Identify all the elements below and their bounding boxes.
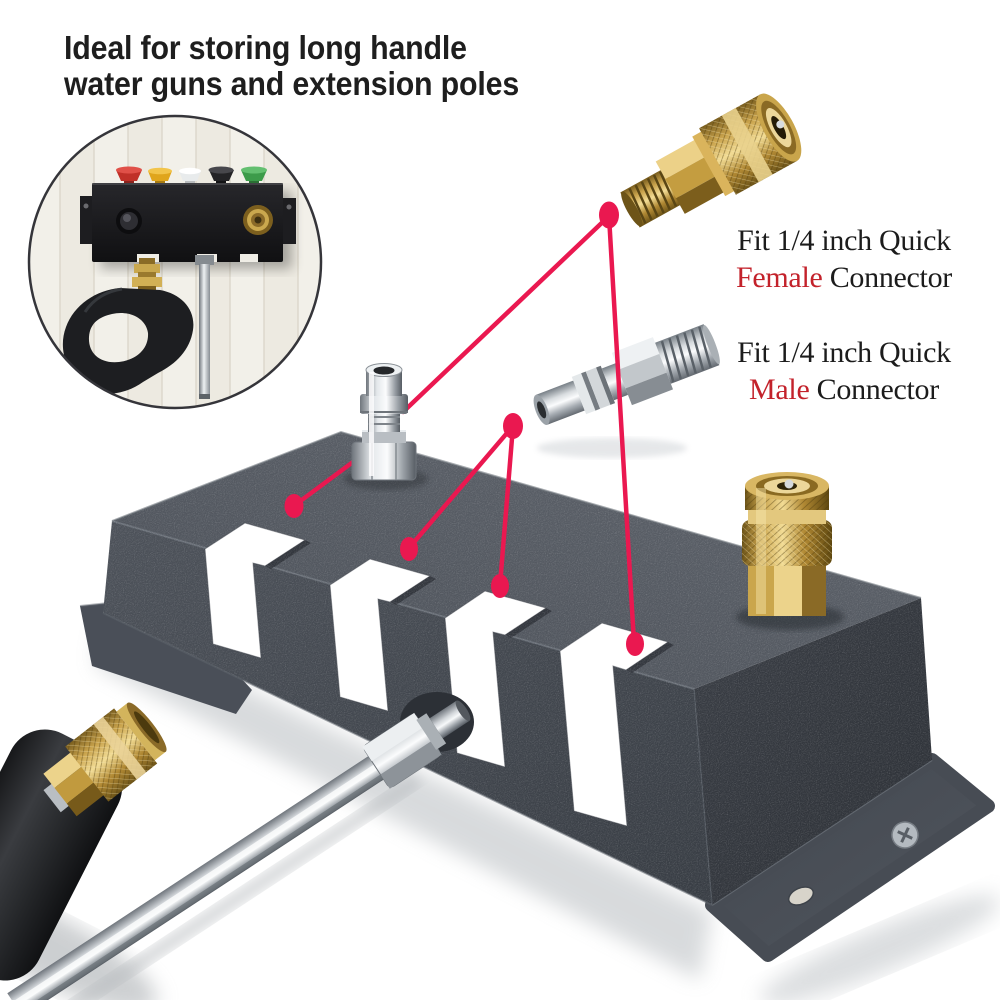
- caption-female-line-1: Fit 1/4 inch Quick: [737, 224, 951, 257]
- annotation-dot: [491, 574, 509, 598]
- nozzle-tips: [116, 166, 267, 187]
- hang-slot: [240, 254, 258, 262]
- annotation-dot: [503, 413, 523, 439]
- annotation-line: [400, 213, 612, 415]
- annotation-dot: [599, 201, 619, 229]
- inset-knob: [116, 208, 142, 234]
- inset-hanging-gun: [62, 258, 194, 394]
- bracket-brass-coupler: [736, 472, 844, 630]
- spray-gun-grip: [0, 702, 167, 981]
- flange-screw: [891, 821, 919, 849]
- extension-wand: [7, 700, 471, 1000]
- caption-male-line-2: Male Connector: [719, 371, 969, 408]
- caption-female-rest: Connector: [822, 261, 953, 294]
- annotation-dot: [284, 494, 304, 518]
- bracket-steel-plug: [344, 363, 428, 490]
- caption-male-highlight: Male: [749, 373, 810, 406]
- wand-hex-nut: [362, 712, 442, 789]
- annotation-line: [406, 423, 516, 551]
- steel-male-connector: [533, 324, 720, 425]
- grip-brass-coupler: [43, 702, 167, 817]
- annotation-dot: [400, 537, 418, 561]
- inset-photo: [27, 114, 323, 410]
- mount-hole: [83, 203, 89, 209]
- annotation-line: [606, 213, 637, 646]
- caption-female-highlight: Female: [736, 261, 823, 294]
- caption-male-connector: Fit 1/4 inch Quick Male Connector: [719, 334, 969, 408]
- inset-circle-border: [27, 114, 323, 410]
- annotation-dot: [626, 632, 644, 656]
- annotation-line: [292, 456, 360, 508]
- annotation-line: [497, 423, 516, 588]
- annotation-dots: [284, 201, 644, 656]
- inset-brass-port: [243, 205, 273, 235]
- coupler-pin: [784, 479, 794, 489]
- inset-hanging-rod: [195, 255, 214, 399]
- headline: Ideal for storing long handle water guns…: [64, 30, 519, 102]
- annotation-callouts: [292, 213, 637, 646]
- brass-female-connector: [620, 93, 802, 228]
- caption-female-connector: Fit 1/4 inch Quick Female Connector: [719, 222, 969, 296]
- headline-line-1: Ideal for storing long handle: [64, 29, 467, 66]
- headline-line-2: water guns and extension poles: [64, 65, 520, 102]
- flange-mount-hole: [787, 886, 815, 906]
- caption-female-line-2: Female Connector: [719, 259, 969, 296]
- caption-male-rest: Connector: [809, 373, 940, 406]
- inset-wall-bracket: [80, 183, 296, 262]
- caption-male-line-1: Fit 1/4 inch Quick: [737, 336, 951, 369]
- mount-hole: [286, 204, 292, 210]
